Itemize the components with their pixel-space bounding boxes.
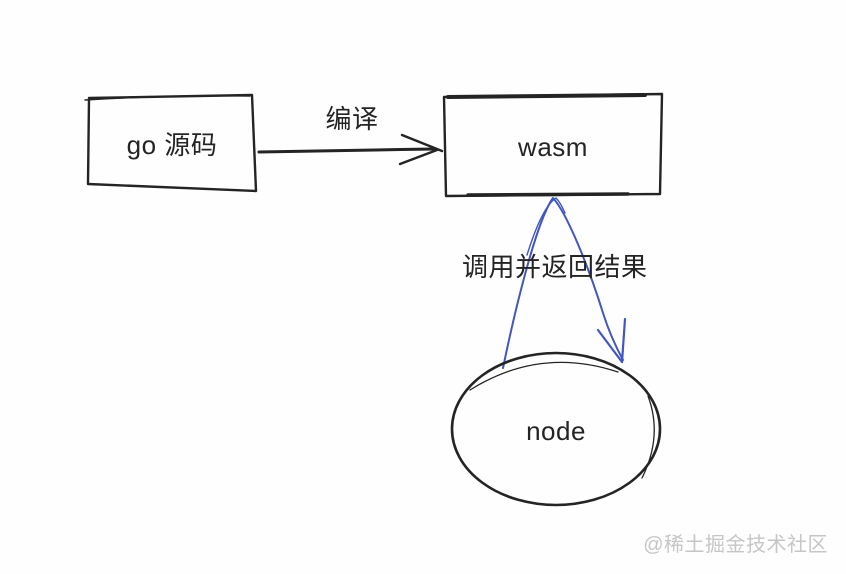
node-label: node [526,416,586,446]
node-ellipse [450,351,662,507]
go-source-box-sketch-overlay [84,95,251,101]
compile-arrow-line [257,147,436,154]
compile-arrowhead [400,133,444,153]
wasm-label: wasm [518,132,588,162]
compile-arrowhead [398,148,439,166]
node-ellipse-sketch-overlay [641,395,655,479]
compile-edge-label: 编译 [325,104,379,134]
wasm-box-sketch-overlay [466,192,630,197]
call-return-arrowhead [620,317,627,364]
call-return-curve [502,197,624,369]
node-ellipse-sketch-overlay [469,361,619,391]
wasm-box-sketch-overlay [446,93,647,99]
go-source-label: go 源码 [126,130,218,160]
call-return-edge-label: 调用并返回结果 [462,252,648,282]
call-return-curve-sketch-overlay [526,197,566,256]
call-return-arrowhead [596,328,624,364]
watermark: @稀土掘金技术社区 [643,534,828,556]
